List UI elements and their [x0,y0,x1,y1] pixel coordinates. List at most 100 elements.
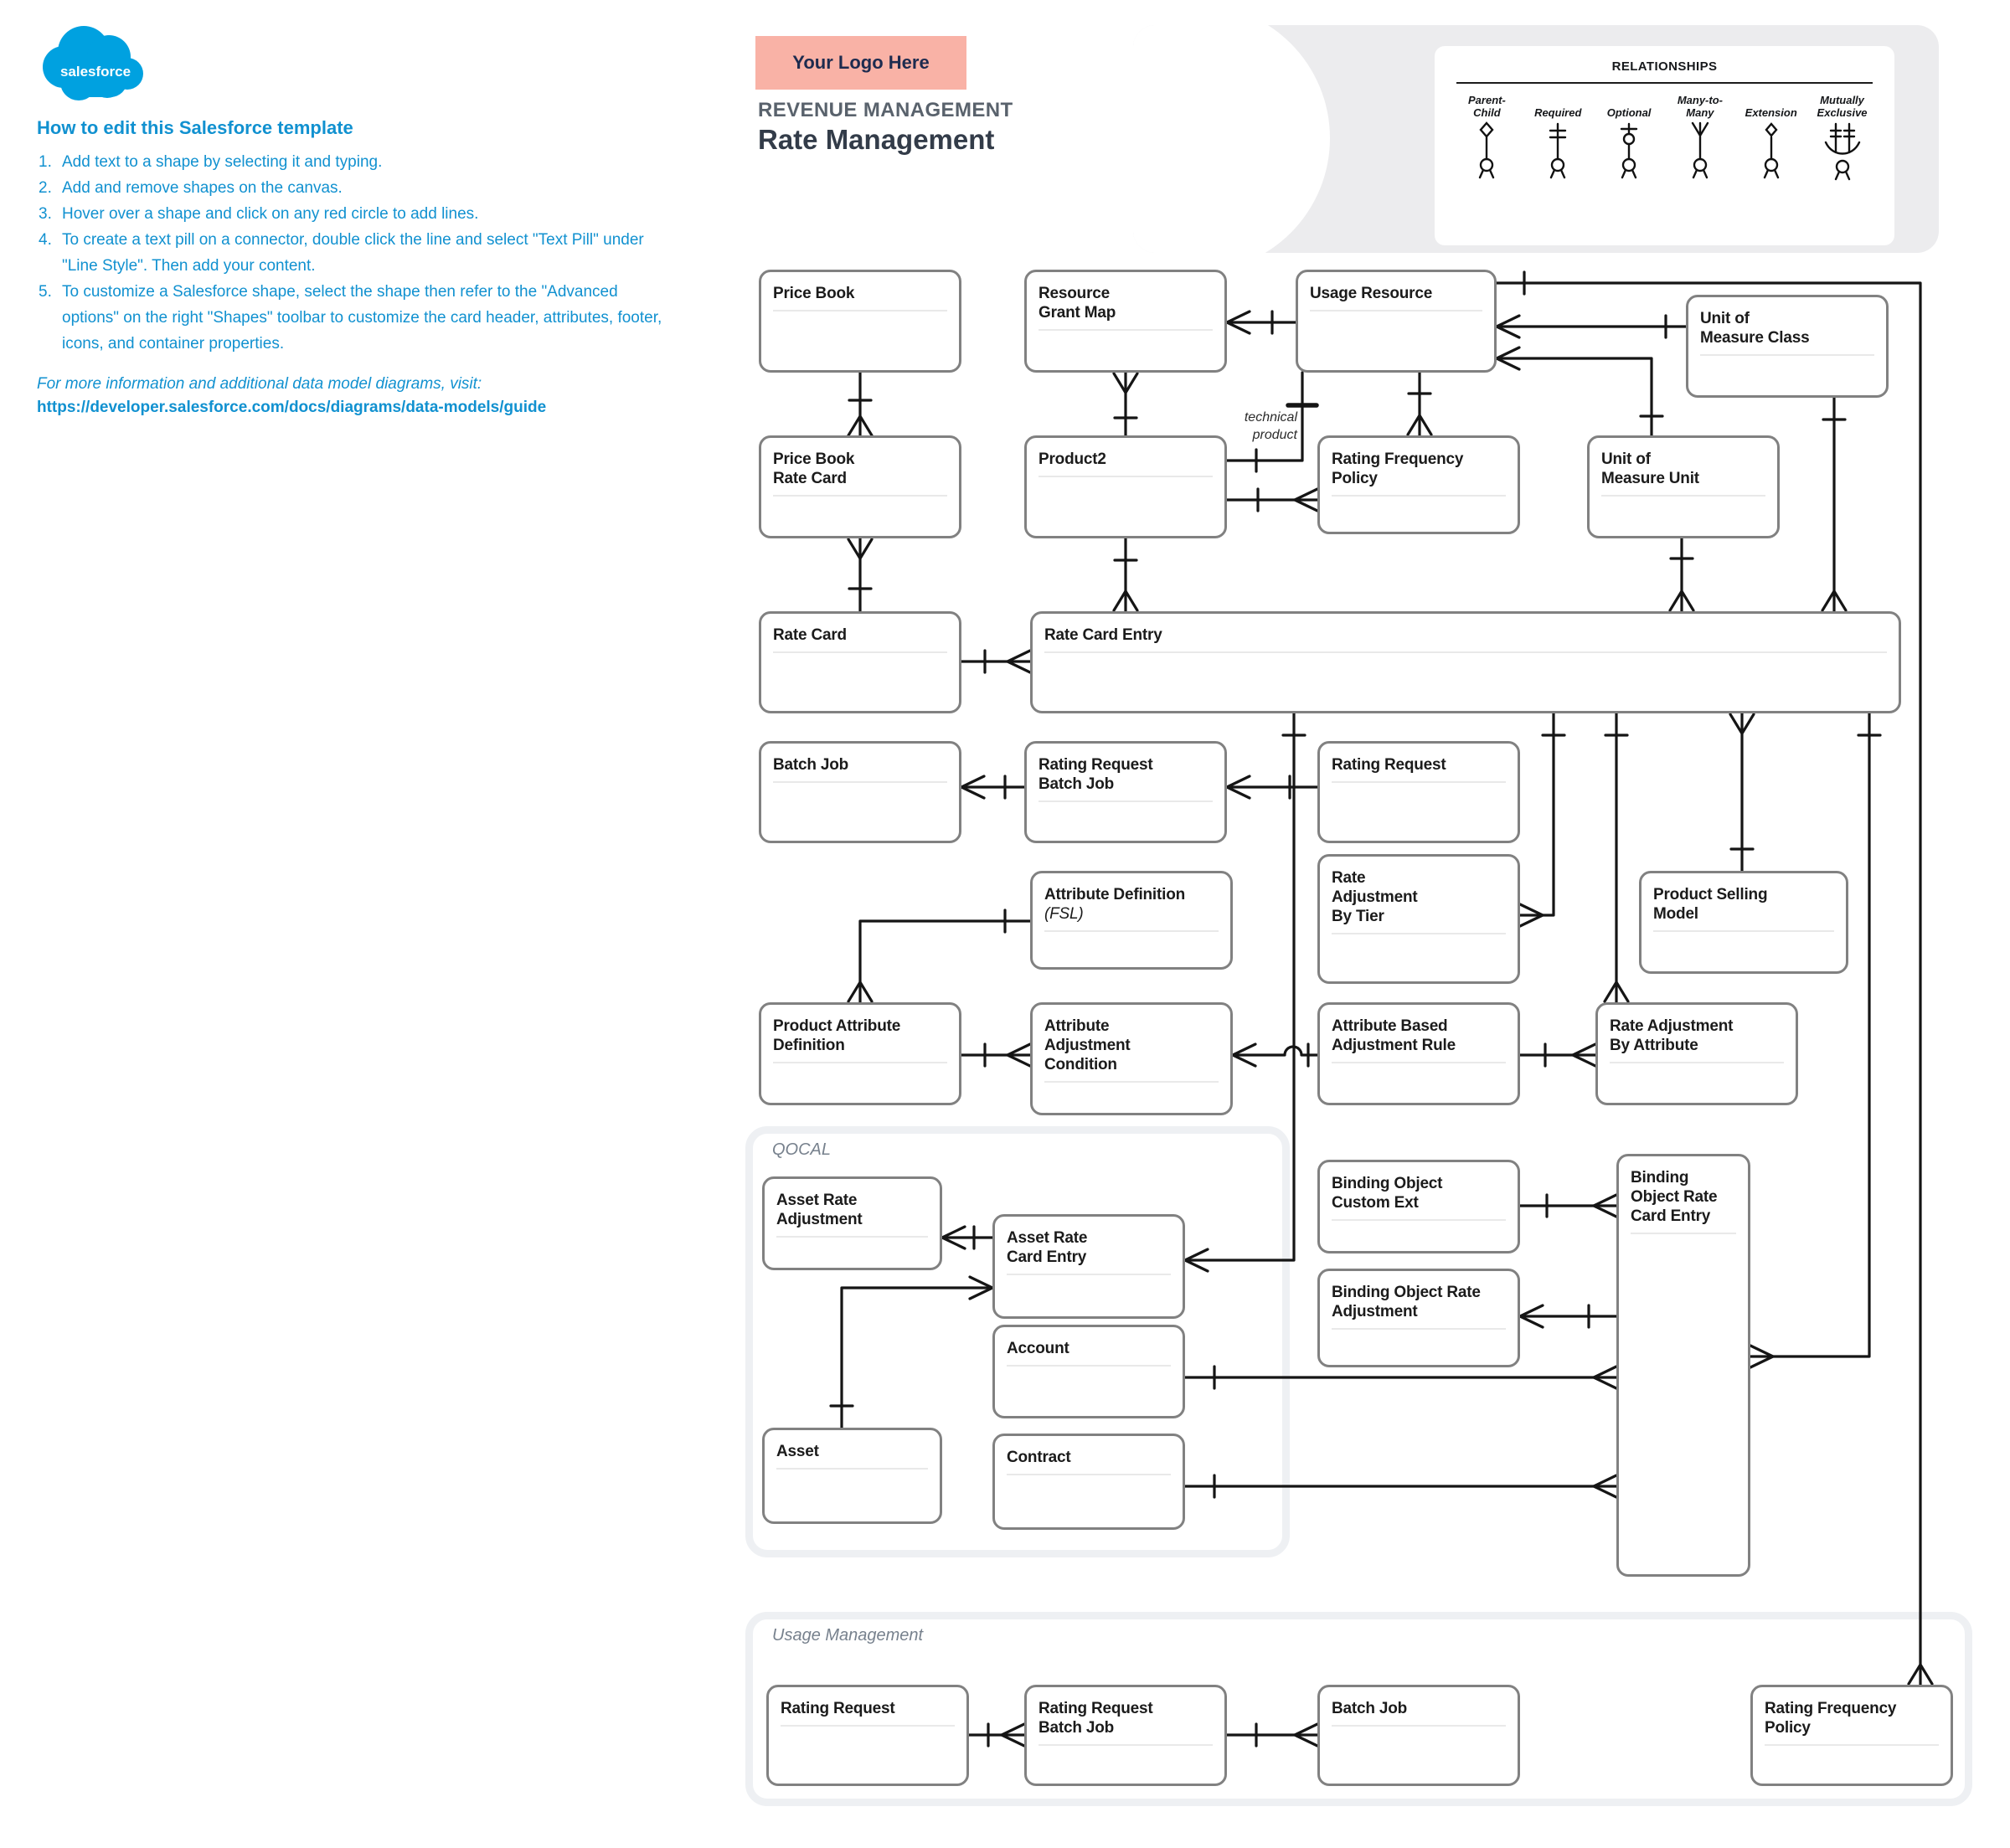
entity-divider [1038,476,1213,477]
connector[interactable] [1225,310,1297,335]
connector[interactable] [1518,712,1566,928]
connector[interactable] [1518,1193,1618,1218]
connector[interactable] [1225,1722,1319,1748]
entity-divider [1700,354,1874,356]
entity-account[interactable]: Account [992,1325,1185,1418]
legend-item-optional: Optional [1594,92,1665,183]
entity-title: Batch Job [1332,1700,1408,1717]
entity-asset[interactable]: Asset [762,1428,942,1524]
connector[interactable] [1112,537,1139,613]
connector[interactable] [1183,712,1306,1273]
connector[interactable] [960,649,1032,674]
connector[interactable] [967,1722,1026,1748]
legend-item-required: Required [1523,92,1594,183]
group-label-qocal: QOCAL [772,1140,832,1159]
entity-divider [1038,800,1213,802]
connector[interactable] [1518,1304,1618,1329]
entity-price-book[interactable]: Price Book [759,270,961,373]
connector[interactable] [1495,314,1688,339]
data-models-guide-link[interactable]: https://developer.salesforce.com/docs/di… [37,399,547,416]
connector[interactable] [829,1275,994,1429]
entity-batch-job-um[interactable]: Batch Job [1317,1685,1520,1786]
instruction-item: 3.Hover over a shape and click on any re… [39,205,479,223]
instructions-list: 1.Add text to a shape by selecting it an… [37,149,673,357]
connector[interactable] [1406,371,1433,437]
connector[interactable] [1495,270,1934,1686]
legend-item-parent-child: Parent-Child [1451,92,1523,183]
entity-divider [1332,1062,1506,1063]
connector[interactable] [1495,346,1664,437]
entity-divider [773,781,947,783]
entity-product2[interactable]: Product2 [1024,435,1227,538]
connector[interactable] [1183,1365,1618,1390]
connector[interactable] [1821,396,1848,613]
entity-divider [1631,1233,1736,1234]
connector[interactable] [960,1042,1032,1068]
entity-divider [1044,1081,1219,1083]
entity-contract[interactable]: Contract [992,1434,1185,1530]
entity-divider [776,1468,928,1470]
entity-title: Batch Job [773,756,849,774]
connector[interactable] [1225,371,1319,473]
connector[interactable] [847,537,874,613]
connector[interactable] [1729,712,1755,873]
entity-usage-resource[interactable]: Usage Resource [1296,270,1497,373]
connector[interactable] [1225,775,1319,800]
connector[interactable] [941,1225,994,1250]
legend-symbol-required-icon [1549,122,1567,179]
entity-batch-job[interactable]: Batch Job [759,741,961,843]
instructions-note: For more information and additional data… [37,375,482,393]
connector[interactable] [960,775,1026,800]
category-label: REVENUE MANAGEMENT [758,99,1013,121]
entity-rate-card-entry[interactable]: Rate Card Entry [1030,611,1901,713]
group-qocal[interactable] [745,1126,1290,1557]
connector[interactable] [1749,712,1882,1369]
entity-title: Price Book [773,285,855,302]
entity-attribute-definition-fsl[interactable]: Attribute Definition(FSL) [1030,871,1233,970]
connector[interactable] [847,909,1032,1004]
entity-divider [1610,1062,1784,1063]
entity-title: Rating Request [781,1700,895,1717]
connector[interactable] [1603,712,1630,1004]
connector[interactable] [1112,371,1139,437]
connector[interactable] [847,371,874,437]
entity-rate-card[interactable]: Rate Card [759,611,961,713]
entity-rating-request-um[interactable]: Rating Request [766,1685,969,1786]
connector[interactable] [1518,1042,1597,1068]
connector[interactable] [1183,1474,1618,1499]
entity-rating-request[interactable]: Rating Request [1317,741,1520,843]
connector[interactable] [1225,487,1319,512]
connector[interactable] [1668,537,1695,613]
group-usage-management[interactable] [745,1612,1972,1806]
connector[interactable] [1231,1042,1319,1068]
legend-item-many-to-many: Many-to-Many [1664,92,1735,183]
logo-placeholder[interactable]: Your Logo Here [755,36,966,90]
entity-title: Asset [776,1443,819,1460]
